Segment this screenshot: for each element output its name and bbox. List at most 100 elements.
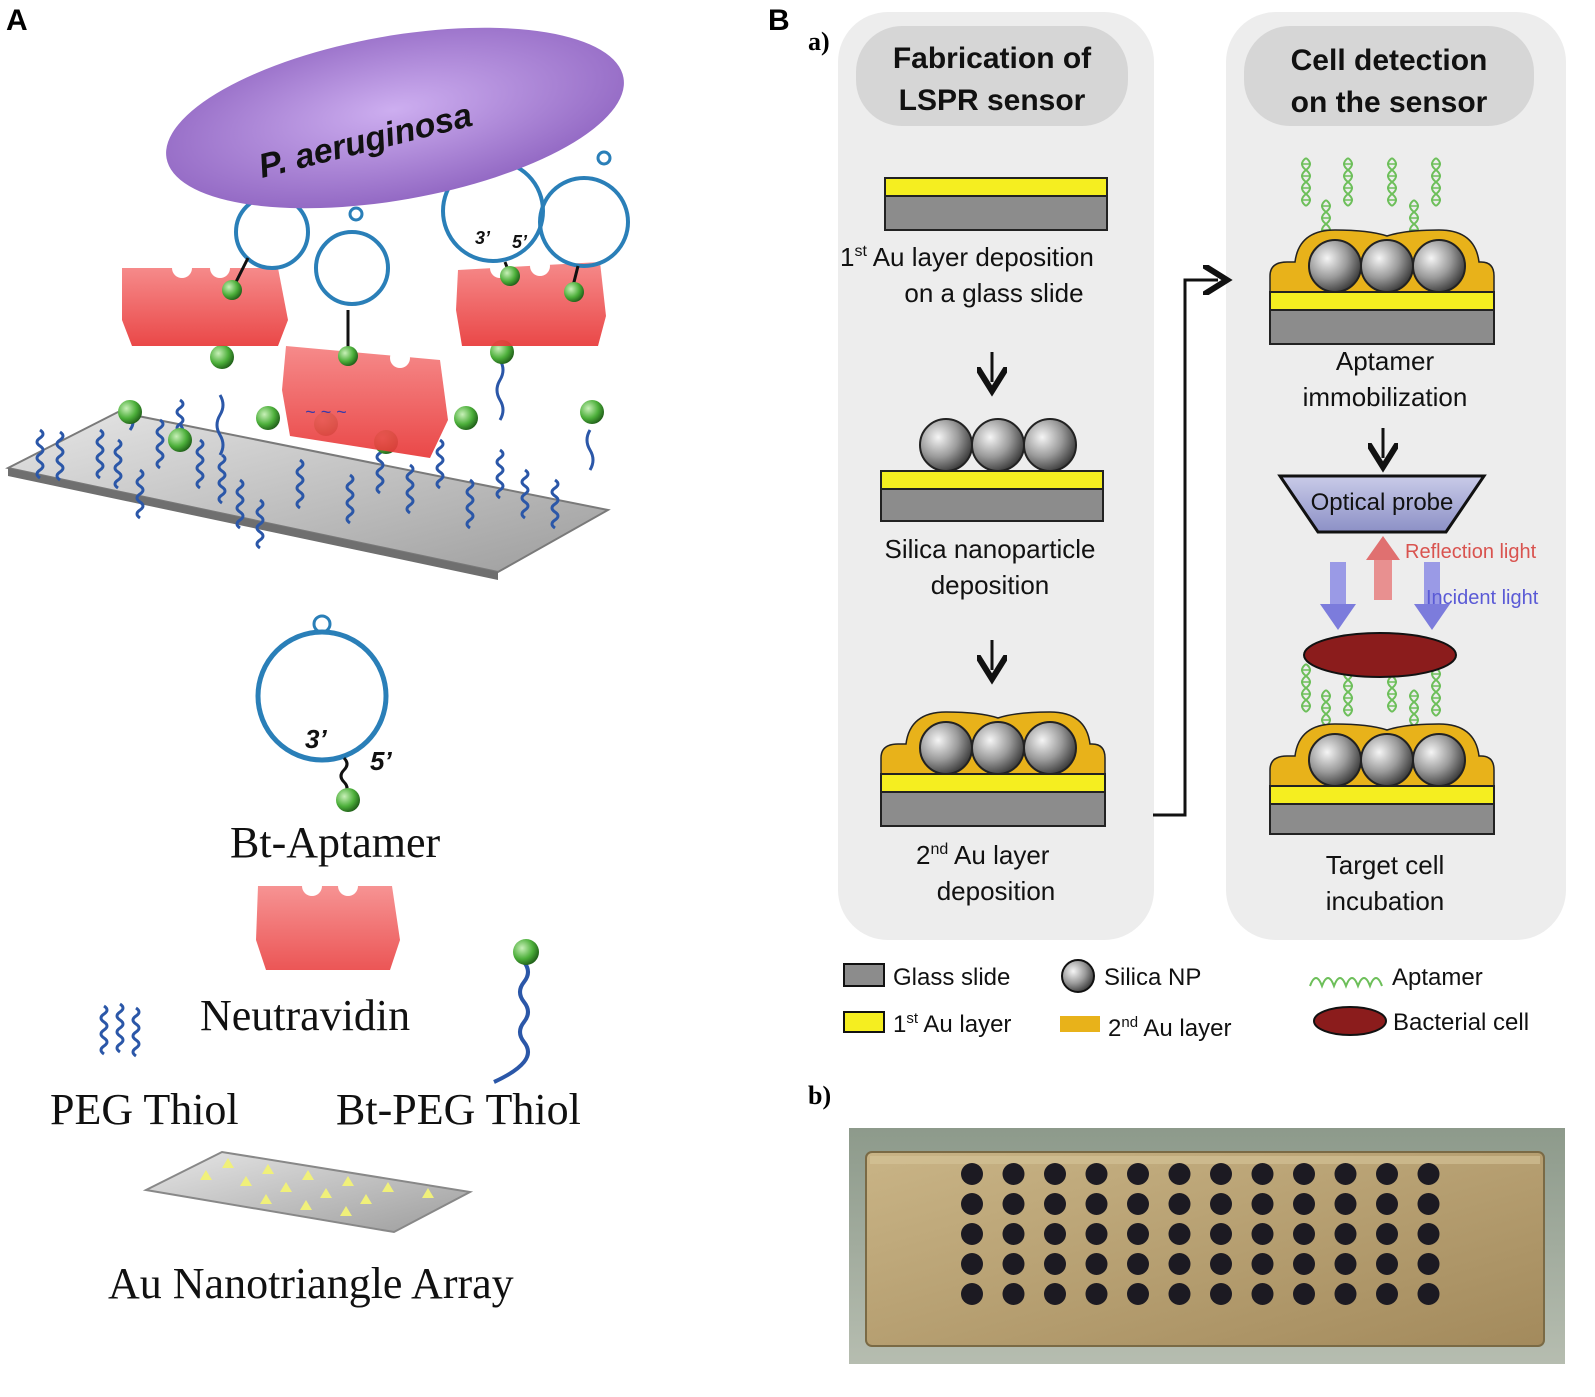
legend-aptamer-loop-tip bbox=[312, 614, 332, 634]
sensor-spot bbox=[1334, 1253, 1357, 1275]
panel-b-letter: B bbox=[768, 4, 790, 37]
legend-silica-swatch bbox=[1061, 959, 1095, 993]
strand-label-5prime: 5’ bbox=[512, 232, 528, 252]
bacterial-cell-on-sensor bbox=[1303, 632, 1457, 678]
sensor-spot bbox=[1002, 1223, 1025, 1245]
sensor-spot bbox=[1251, 1193, 1274, 1215]
reflection-light-label: Reflection light bbox=[1405, 541, 1537, 563]
legend-glass-swatch bbox=[843, 963, 885, 987]
sensor-spot bbox=[1210, 1253, 1232, 1275]
sensor-spot bbox=[1127, 1163, 1149, 1185]
legend-neutravidin-notch bbox=[338, 876, 358, 896]
sensor-spot bbox=[1251, 1283, 1274, 1305]
fabrication-title-line2: LSPR sensor bbox=[899, 84, 1086, 117]
plate-edge bbox=[8, 468, 498, 580]
legend-bacterial-swatch bbox=[1313, 1006, 1387, 1036]
legend-au1-swatch bbox=[843, 1011, 885, 1033]
sensor-spot bbox=[1210, 1193, 1232, 1215]
sensor-spot bbox=[1210, 1163, 1232, 1185]
sensor-spot bbox=[1127, 1193, 1149, 1215]
fabrication-title-pill bbox=[856, 26, 1128, 126]
det-step2-line2: incubation bbox=[1326, 886, 1445, 916]
sensor-spot bbox=[1168, 1223, 1191, 1245]
sensor-spot bbox=[1376, 1163, 1398, 1185]
sensor-spot bbox=[1417, 1223, 1440, 1245]
fab-step3-line1: 2nd Au layer bbox=[916, 840, 1050, 870]
sensor-spot bbox=[1085, 1193, 1108, 1215]
sensor-spot bbox=[1002, 1163, 1025, 1185]
sensor-spot bbox=[961, 1283, 983, 1305]
fabrication-title-line1: Fabrication of bbox=[893, 42, 1092, 75]
legend-au-array-label: Au Nanotriangle Array bbox=[108, 1259, 514, 1308]
legend-aptamer-biotin bbox=[336, 788, 360, 812]
panel-a-letter: A bbox=[6, 4, 28, 37]
sensor-chip-highlight bbox=[870, 1156, 1540, 1164]
sensor-spot bbox=[1210, 1283, 1232, 1305]
sensor-spot bbox=[1334, 1283, 1357, 1305]
fab-step1-line1: 1st Au layer deposition bbox=[840, 242, 1094, 272]
sensor-spot bbox=[1002, 1283, 1025, 1305]
legend-aptamer-label: Aptamer bbox=[1392, 964, 1483, 991]
legend-au-nanotriangles bbox=[200, 1158, 434, 1216]
sensor-spot bbox=[961, 1193, 983, 1215]
legend-bt-peg-thiol-label: Bt-PEG Thiol bbox=[336, 1085, 581, 1134]
neutravidin-boxes: ~ ~ ~ bbox=[122, 256, 606, 458]
sensor-spot bbox=[1251, 1223, 1274, 1245]
legend-strand-5prime: 5’ bbox=[370, 746, 392, 776]
legend-au-array-plate bbox=[142, 1150, 474, 1234]
legend-bt-peg-chain bbox=[493, 960, 530, 1084]
subpanel-b-label: b) bbox=[808, 1081, 831, 1110]
sensor-spot bbox=[1127, 1253, 1149, 1275]
sensor-spot bbox=[1085, 1163, 1108, 1185]
sensor-spot bbox=[1168, 1283, 1191, 1305]
legend-neutravidin-notch bbox=[302, 876, 322, 896]
sensor-spot bbox=[1210, 1223, 1232, 1245]
fab-step1-slide bbox=[884, 177, 1108, 231]
sensor-spot bbox=[1044, 1193, 1066, 1215]
det-step1-line1: Aptamer bbox=[1336, 346, 1435, 376]
legend-strand-3prime: 3’ bbox=[305, 724, 327, 754]
fab-step1-line2: on a glass slide bbox=[904, 278, 1083, 308]
sensor-spot bbox=[1168, 1253, 1191, 1275]
legend-aptamer-swatch bbox=[1309, 977, 1383, 989]
sensor-spot bbox=[1044, 1253, 1066, 1275]
subpanel-a-label: a) bbox=[808, 27, 830, 56]
sensor-spot bbox=[1334, 1193, 1357, 1215]
sensor-spot bbox=[1334, 1163, 1357, 1185]
legend-peg-thiol-label: PEG Thiol bbox=[50, 1085, 239, 1134]
legend-aptamer-linker bbox=[339, 756, 349, 796]
sensor-spot bbox=[1417, 1283, 1440, 1305]
legend-peg-thiol-icon bbox=[99, 1002, 141, 1058]
sensor-spot bbox=[1127, 1223, 1149, 1245]
sensor-spot bbox=[1044, 1283, 1066, 1305]
sensor-spot bbox=[1417, 1163, 1440, 1185]
fab-step3-slide bbox=[880, 711, 1106, 827]
det-step1-slide bbox=[1269, 229, 1495, 345]
detection-title-pill bbox=[1244, 26, 1534, 126]
sensor-spot bbox=[1044, 1163, 1066, 1185]
detection-title-line2: on the sensor bbox=[1291, 86, 1488, 119]
fab-step2-slide bbox=[880, 418, 1104, 522]
legend-neutravidin-box bbox=[256, 886, 400, 970]
sensor-spot bbox=[1002, 1253, 1025, 1275]
legend-bt-aptamer-label: Bt-Aptamer bbox=[230, 818, 441, 867]
sensor-spot bbox=[1085, 1283, 1108, 1305]
legend-neutravidin-label: Neutravidin bbox=[200, 991, 410, 1040]
det-step2-slide bbox=[1269, 723, 1495, 835]
legend-au2-swatch bbox=[1060, 1016, 1100, 1032]
sensor-spot bbox=[1293, 1223, 1315, 1245]
sensor-spot bbox=[1044, 1223, 1066, 1245]
sensor-spot bbox=[1417, 1253, 1440, 1275]
sensor-spot bbox=[1251, 1253, 1274, 1275]
sensor-chip bbox=[865, 1151, 1545, 1347]
sensor-spot bbox=[961, 1253, 983, 1275]
sensor-spot bbox=[961, 1223, 983, 1245]
fab-step2-line1: Silica nanoparticle bbox=[884, 534, 1095, 564]
sensor-spot bbox=[1334, 1223, 1357, 1245]
sensor-spot-array bbox=[961, 1163, 1440, 1305]
sensor-spot bbox=[1376, 1283, 1398, 1305]
sensor-spot bbox=[1376, 1193, 1398, 1215]
incident-light-label: Incident light bbox=[1426, 587, 1539, 609]
p-aeruginosa-cell bbox=[166, 27, 624, 209]
